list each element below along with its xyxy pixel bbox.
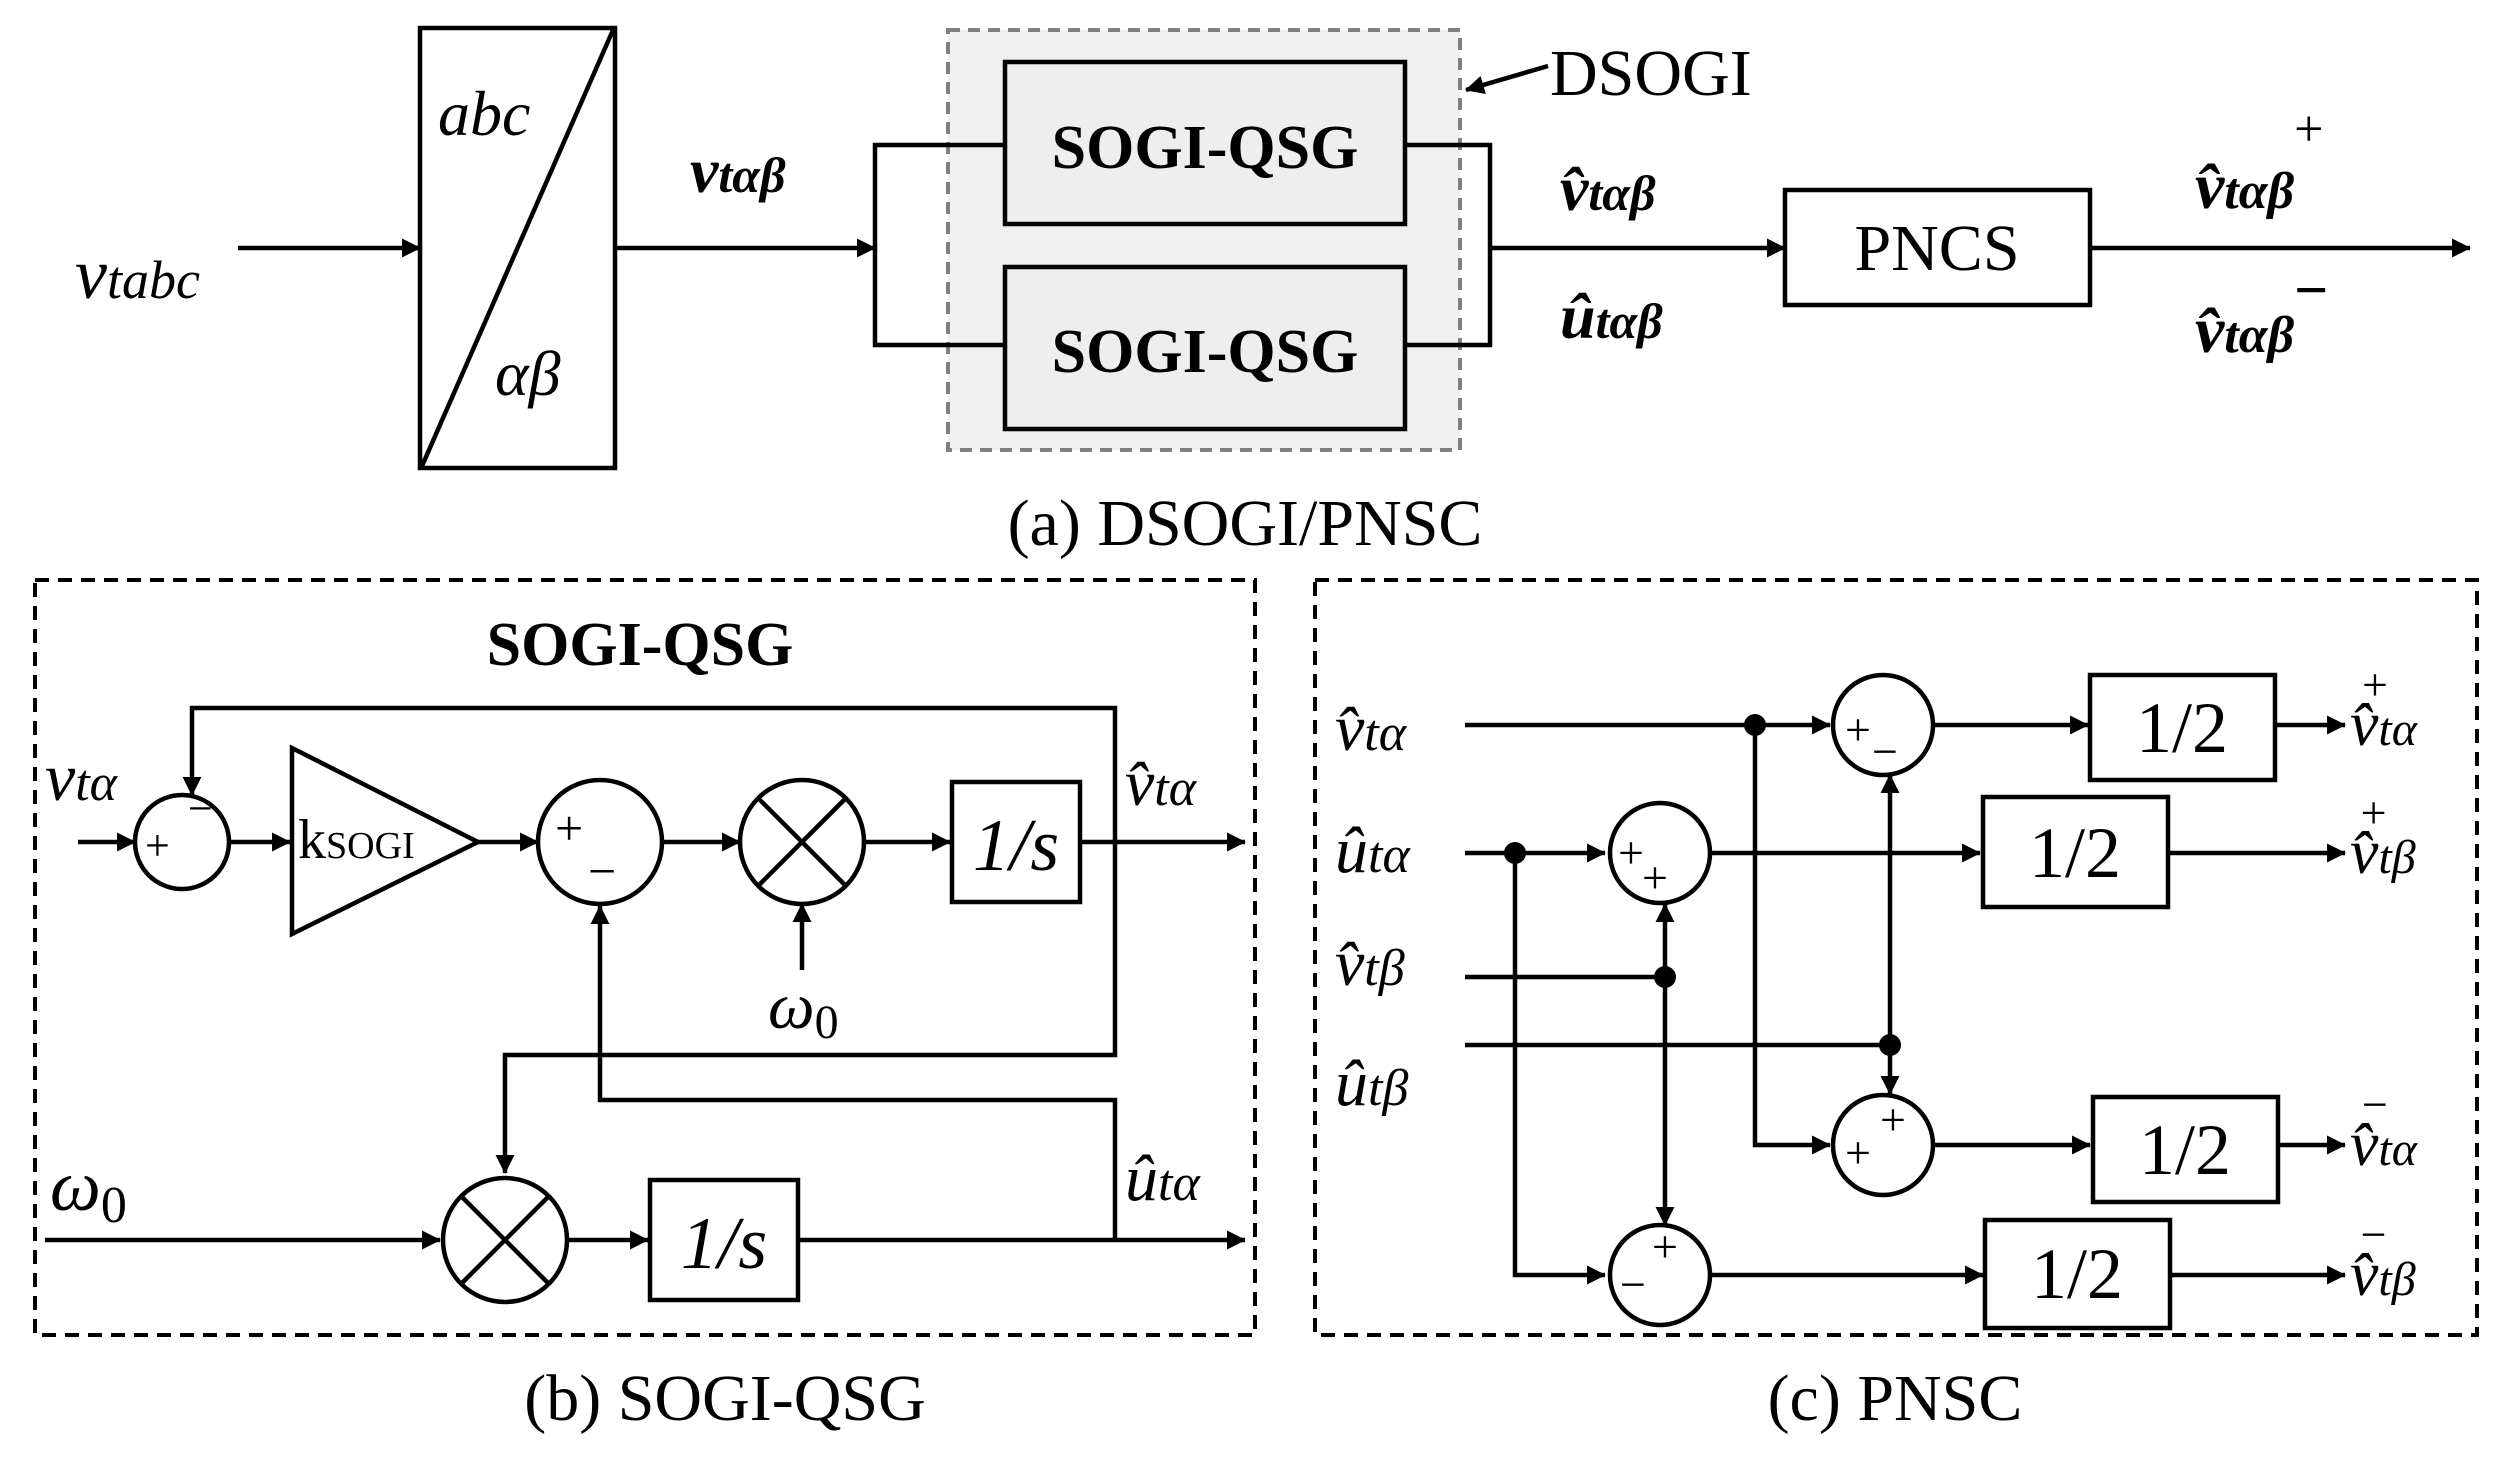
label-v-talphabeta: vtαβ bbox=[690, 135, 786, 206]
label-out-positive: v̂tαβ+ bbox=[2195, 101, 2323, 223]
label-out-v-talpha-pos: v̂tα+ bbox=[2350, 659, 2418, 759]
label-uhat-talpha-out: ûtα bbox=[1125, 1142, 1201, 1215]
wire-uhat-alpha-to-sumD bbox=[1512, 853, 1606, 1285]
sumB-plus-sign-2: + bbox=[1642, 852, 1668, 903]
junction-dot-uhat-beta bbox=[1879, 1034, 1901, 1056]
label-out-v-tbeta-neg: v̂tβ− bbox=[2350, 1209, 2416, 1309]
multiplier-1-cross-b bbox=[756, 796, 848, 888]
integrator-2-label: 1/s bbox=[681, 1203, 767, 1285]
label-uhat-talpha-in: ûtα bbox=[1335, 814, 1411, 887]
panel-b-title: SOGI-QSG bbox=[487, 611, 794, 679]
sum2-plus-sign: + bbox=[555, 800, 583, 856]
integrator-1 bbox=[949, 779, 1083, 905]
junction-dot-uhat-alpha bbox=[1504, 842, 1526, 864]
wire-uhat-to-sum2 bbox=[590, 905, 1118, 1240]
integrator-1-label: 1/s bbox=[973, 805, 1059, 887]
half-gain-1-label: 1/2 bbox=[2136, 688, 2228, 768]
sogi-qsg-block-2-label: SOGI-QSG bbox=[1052, 318, 1359, 386]
half-gain-4 bbox=[1982, 1217, 2173, 1331]
half-gain-4-label: 1/2 bbox=[2031, 1234, 2123, 1314]
label-uhat-talphabeta: ûtαβ bbox=[1560, 281, 1663, 352]
label-out-negative: v̂tαβ− bbox=[2195, 257, 2328, 367]
pncs-block-label: PNCS bbox=[1854, 212, 2019, 285]
wire-split bbox=[872, 142, 1005, 348]
panel-c-frame bbox=[1313, 578, 2479, 1337]
half-gain-3-label: 1/2 bbox=[2139, 1110, 2231, 1190]
arrow-dsogi-pointer bbox=[1465, 63, 1549, 95]
label-uhat-tbeta-in: ûtβ bbox=[1335, 1047, 1408, 1120]
k-sogi-gain-label: kSOGI bbox=[298, 809, 415, 871]
half-gain-1 bbox=[2087, 672, 2278, 783]
transform-diagonal bbox=[419, 29, 616, 467]
half-gain-3 bbox=[2090, 1094, 2281, 1205]
caption-panel-a: (a) DSOGI/PNSC bbox=[1008, 487, 1483, 560]
label-omega0-1: ω0 bbox=[768, 970, 839, 1049]
panel-b: SOGI-QSG vtα − + kSOGI + − ω0 1/s v̂tα bbox=[33, 578, 1257, 1435]
multiplier-2-cross-b bbox=[459, 1194, 551, 1286]
sum1-plus-sign: + bbox=[145, 821, 170, 870]
sogi-qsg-block-1-label: SOGI-QSG bbox=[1052, 114, 1359, 182]
junction-dot-vhat-alpha bbox=[1744, 714, 1766, 736]
sumA-minus-sign: − bbox=[1872, 726, 1898, 777]
label-omega0-2: ω0 bbox=[50, 1146, 127, 1234]
sumC-plus-sign-1: + bbox=[1880, 1094, 1906, 1145]
label-vhat-talphabeta: v̂tαβ bbox=[1560, 153, 1656, 224]
label-v-talpha-in: vtα bbox=[45, 739, 119, 815]
junction-dot-vhat-beta bbox=[1654, 966, 1676, 988]
sogi-qsg-block-2 bbox=[1002, 264, 1408, 432]
sumD-plus-sign: + bbox=[1652, 1221, 1678, 1272]
transform-label-abc: abc bbox=[438, 78, 530, 149]
panel-a: vtabc abc αβ vtαβ DSOGI SOGI-QSG SOGI-QS… bbox=[75, 25, 2471, 560]
sumA-plus-sign: + bbox=[1845, 704, 1871, 755]
panel-b-frame bbox=[33, 578, 1257, 1337]
wire-vhat-alpha-to-sumC bbox=[1752, 725, 1831, 1155]
label-out-v-talpha-neg: v̂tα− bbox=[2350, 1079, 2418, 1179]
k-sogi-gain bbox=[289, 744, 484, 938]
sumD-minus-sign: − bbox=[1620, 1259, 1646, 1310]
caption-panel-b: (b) SOGI-QSG bbox=[524, 1362, 925, 1435]
wire-feedback-vhat-to-sum1 bbox=[182, 705, 1118, 842]
wire-merge bbox=[1405, 142, 1493, 348]
sumB-plus-sign-1: + bbox=[1618, 827, 1644, 878]
half-gain-2-label: 1/2 bbox=[2029, 813, 2121, 893]
transform-label-alphabeta: αβ bbox=[495, 338, 561, 409]
label-vhat-tbeta-in: v̂tβ bbox=[1335, 927, 1405, 1000]
label-vhat-talpha-out: v̂tα bbox=[1125, 747, 1198, 820]
label-vhat-talpha-in: v̂tα bbox=[1335, 692, 1408, 765]
wire-vhat-to-mult2 bbox=[495, 842, 1118, 1174]
sumC-plus-sign-2: + bbox=[1845, 1127, 1871, 1178]
label-dsogi: DSOGI bbox=[1550, 37, 1752, 110]
caption-panel-c: (c) PNSC bbox=[1768, 1362, 2023, 1435]
sum2-minus-sign: − bbox=[588, 843, 616, 899]
sogi-qsg-block-1 bbox=[1002, 59, 1408, 227]
label-out-v-tbeta-pos: v̂tβ+ bbox=[2350, 787, 2416, 887]
label-v-tabc: vtabc bbox=[75, 234, 200, 314]
integrator-2 bbox=[647, 1177, 801, 1303]
panel-c: v̂tα ûtα v̂tβ ûtβ + − + + + + − + bbox=[1313, 578, 2479, 1435]
